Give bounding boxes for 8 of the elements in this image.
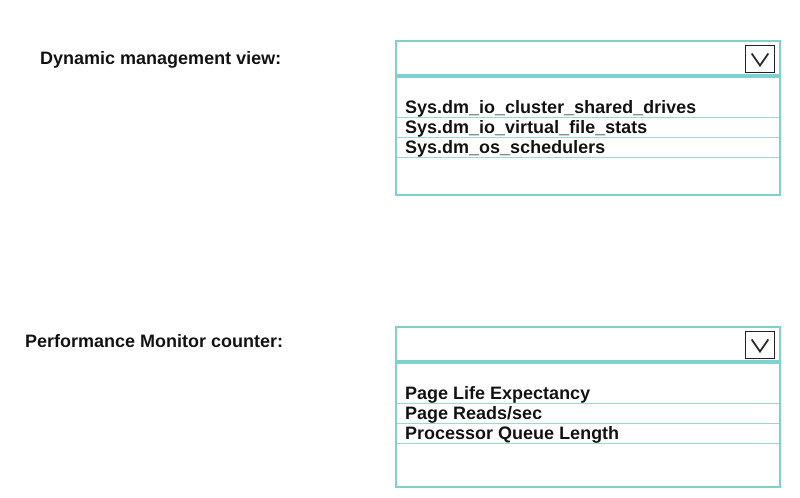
field-label: Dynamic management view:: [40, 48, 282, 69]
option-text: Page Reads/sec: [397, 404, 779, 424]
option-text: Sys.dm_os_schedulers: [397, 138, 779, 158]
option-text: Page Life Expectancy: [397, 384, 779, 404]
option-text: Processor Queue Length: [397, 424, 779, 444]
field-label: Performance Monitor counter:: [25, 331, 284, 352]
option-text: Sys.dm_io_virtual_file_stats: [397, 118, 779, 138]
option-text: Sys.dm_io_cluster_shared_drives: [397, 98, 779, 118]
